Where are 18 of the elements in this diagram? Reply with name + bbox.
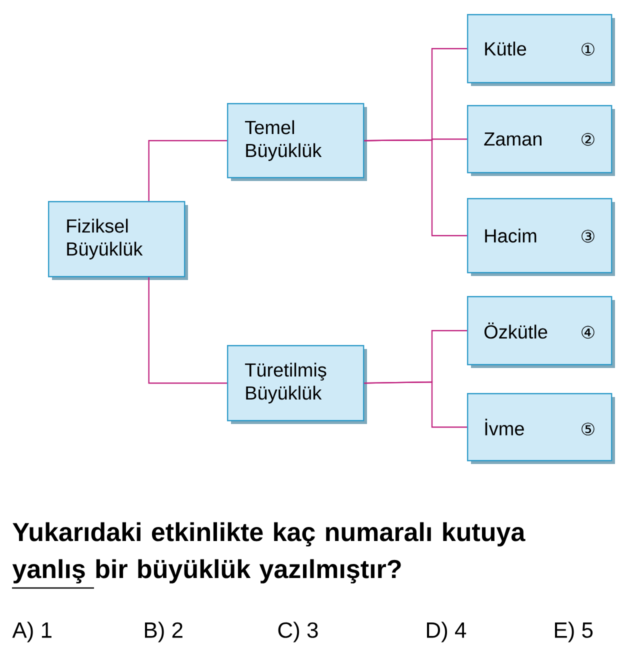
question-text: Yukarıdaki etkinlikte kaç numaralı kutuya yanlış bir büyüklük yazılmıştır? — [12, 522, 526, 584]
box: Hacim ③ — [467, 198, 615, 276]
answer-option: B) 2 — [145, 622, 182, 642]
box: Zaman ② — [467, 105, 615, 176]
box: Özkütle ④ — [467, 296, 615, 368]
answer-option: C) 3 — [278, 622, 318, 642]
answer-option: E) 5 — [555, 622, 593, 642]
connector-line — [148, 140, 227, 201]
connector-line — [364, 139, 467, 236]
box: Temel Büyüklük — [227, 103, 367, 181]
answer-option: D) 4 — [427, 622, 466, 642]
connector-line — [364, 381, 467, 428]
box: Türetilmiş Büyüklük — [227, 345, 367, 424]
box: Kütle ① — [467, 14, 615, 86]
answer-option: A) 1 — [12, 622, 52, 642]
connector-line — [148, 277, 227, 384]
box: Fiziksel Büyüklük — [48, 201, 188, 280]
box: İvme ⑤ — [467, 393, 615, 464]
